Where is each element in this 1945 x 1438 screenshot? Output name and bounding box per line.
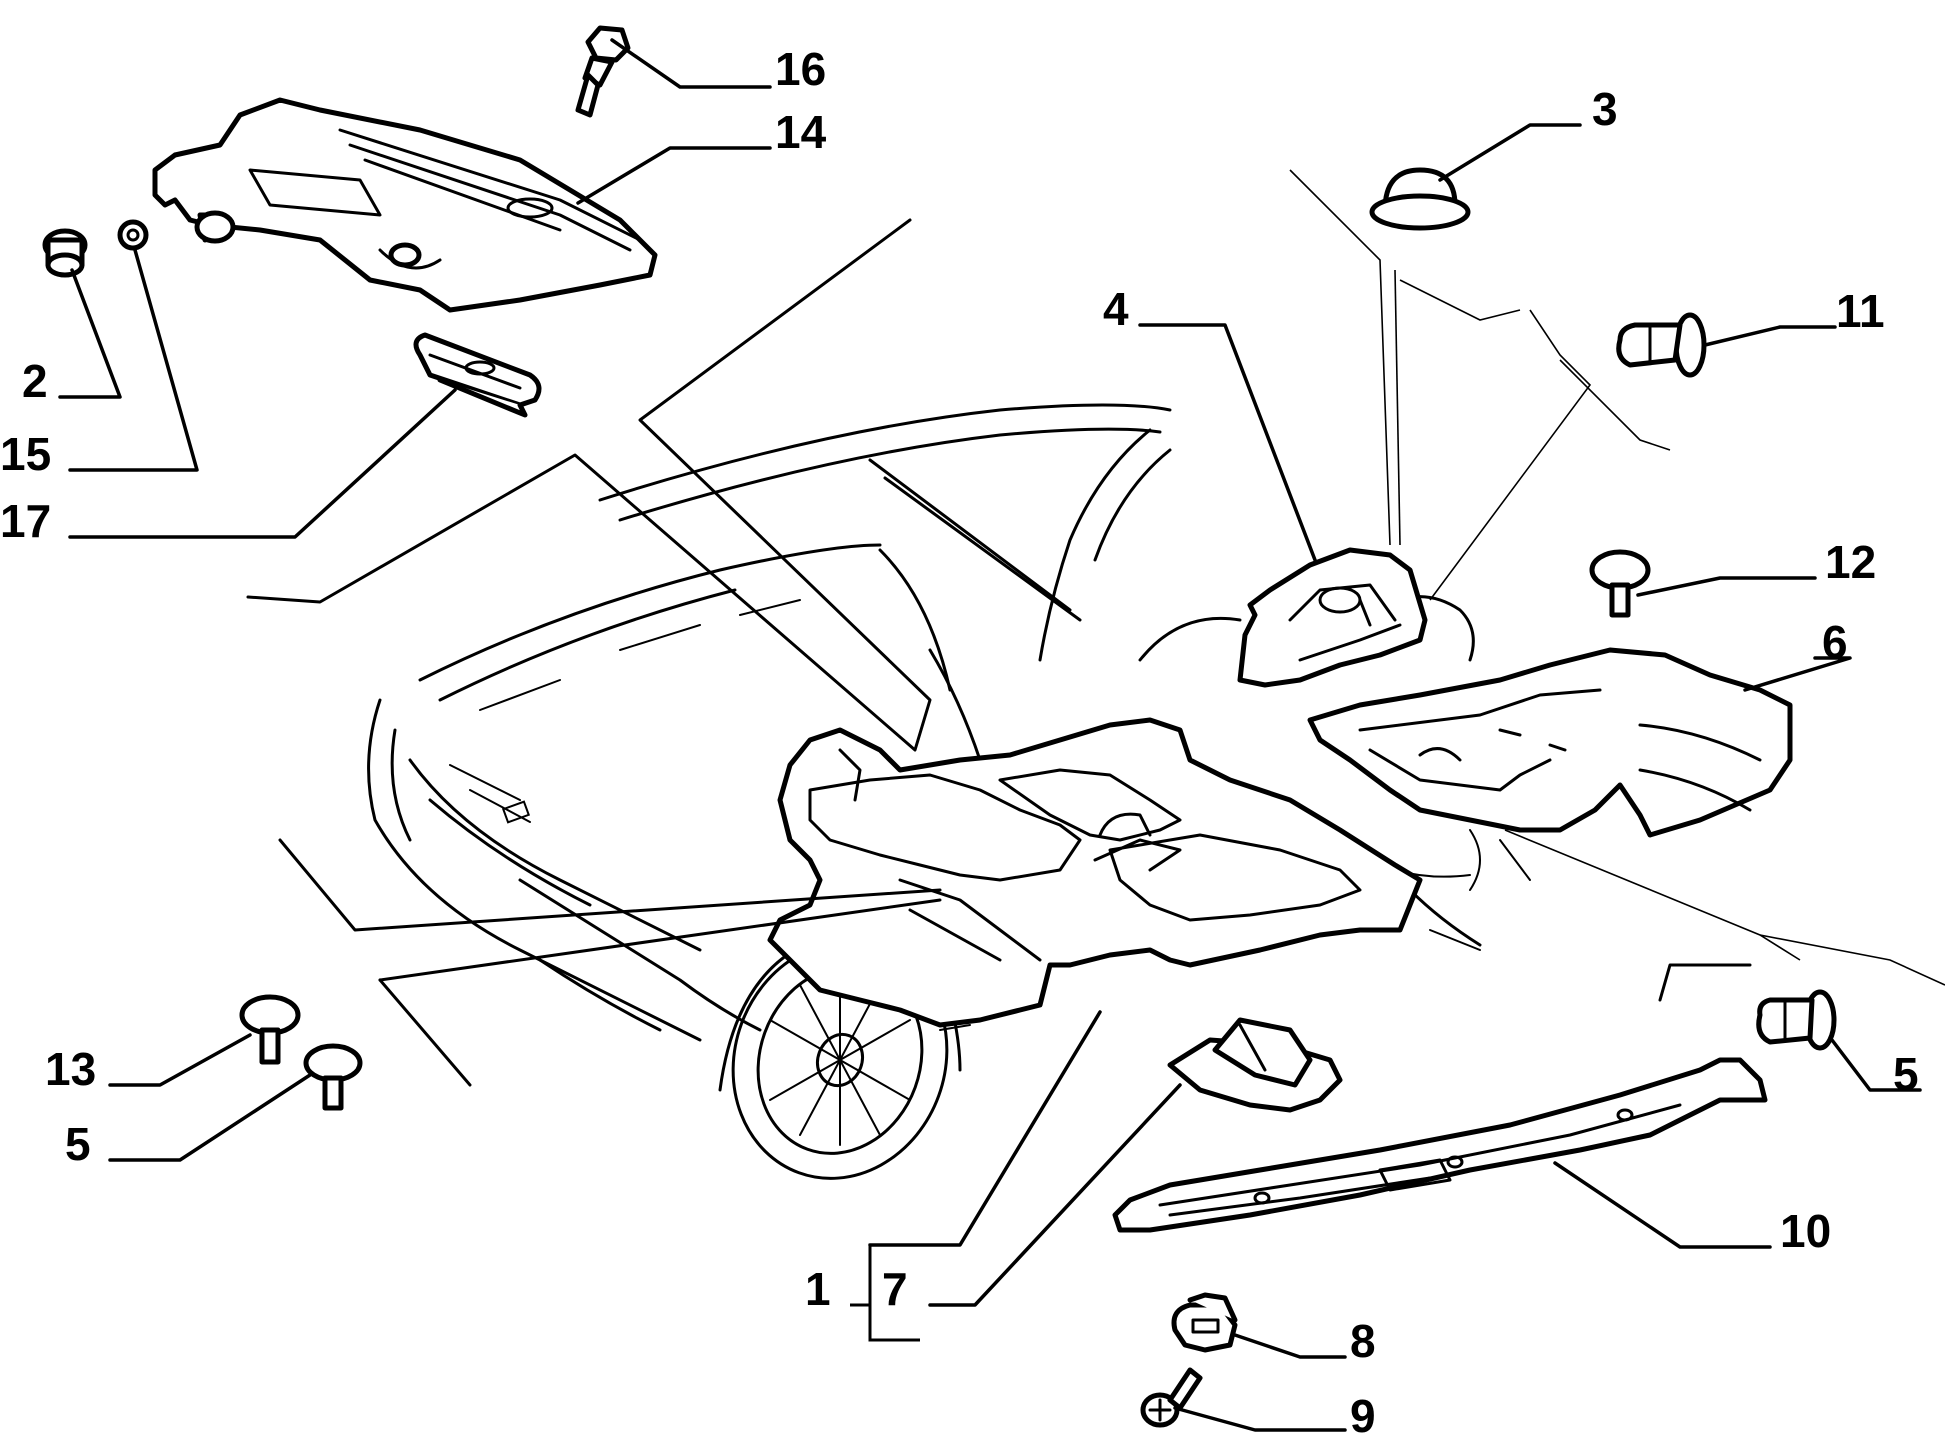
callout-14: 14 — [775, 106, 827, 158]
part-6-rear-mat — [1307, 647, 1793, 838]
leader-7 — [928, 1083, 1182, 1307]
leader-14 — [576, 146, 772, 205]
leader-15 — [68, 248, 199, 472]
callout-17: 17 — [0, 495, 51, 547]
part-16-bolt — [575, 25, 631, 118]
leader-4 — [1138, 323, 1317, 562]
leader-17 — [68, 388, 457, 539]
leader-8 — [1233, 1333, 1347, 1359]
callout-13: 13 — [45, 1043, 96, 1095]
leader-6 — [1743, 656, 1852, 692]
part-10-sill-strip — [1112, 1057, 1768, 1233]
callout-8: 8 — [1350, 1315, 1376, 1367]
callout-10: 10 — [1780, 1205, 1831, 1257]
part-8-clip — [1171, 1292, 1238, 1353]
part-11-pushpin — [1616, 312, 1707, 378]
leader-5a — [108, 1073, 312, 1162]
part-2-plug — [42, 228, 88, 278]
leader-10 — [1553, 1161, 1772, 1249]
callout-7: 7 — [882, 1263, 908, 1315]
part-17-clip — [413, 332, 542, 418]
bracket-1-7 — [850, 1243, 920, 1342]
callout-labels: 16 14 2 15 17 3 4 11 12 6 13 5 5 10 1 7 … — [0, 43, 1919, 1438]
callout-4: 4 — [1103, 283, 1129, 335]
callout-6: 6 — [1822, 616, 1848, 668]
leader-2 — [58, 268, 122, 399]
callout-5-left: 5 — [65, 1118, 91, 1170]
part-5-pushpin-right — [1756, 989, 1837, 1051]
callout-11: 11 — [1836, 285, 1885, 337]
callout-15: 15 — [0, 428, 51, 480]
part-14-panel — [152, 97, 658, 313]
overview-lines — [246, 169, 1945, 1087]
leader-5b — [1830, 1038, 1922, 1092]
leader-13 — [108, 1033, 252, 1087]
leader-9 — [1173, 1406, 1347, 1432]
leader-16 — [610, 38, 772, 89]
part-1-floor-carpet — [767, 717, 1423, 1028]
callout-3: 3 — [1592, 83, 1618, 135]
part-9-screw — [1140, 1367, 1203, 1428]
callout-9: 9 — [1350, 1390, 1376, 1438]
leader-3 — [1438, 123, 1582, 182]
callout-12: 12 — [1825, 536, 1876, 588]
part-3-cap — [1369, 167, 1471, 231]
callout-1: 1 — [805, 1263, 831, 1315]
callout-5-right: 5 — [1893, 1048, 1919, 1100]
part-15-washer — [117, 219, 149, 251]
leader-12 — [1636, 576, 1817, 597]
callout-2: 2 — [22, 355, 48, 407]
part-4-side-panel — [1237, 547, 1428, 688]
part-7-heel-pad — [1167, 1017, 1343, 1113]
part-5-clip-left — [303, 1043, 363, 1111]
part-13-clip — [239, 994, 301, 1065]
callout-16: 16 — [775, 43, 826, 95]
part-12-clip — [1589, 549, 1651, 618]
leader-11 — [1703, 325, 1837, 347]
